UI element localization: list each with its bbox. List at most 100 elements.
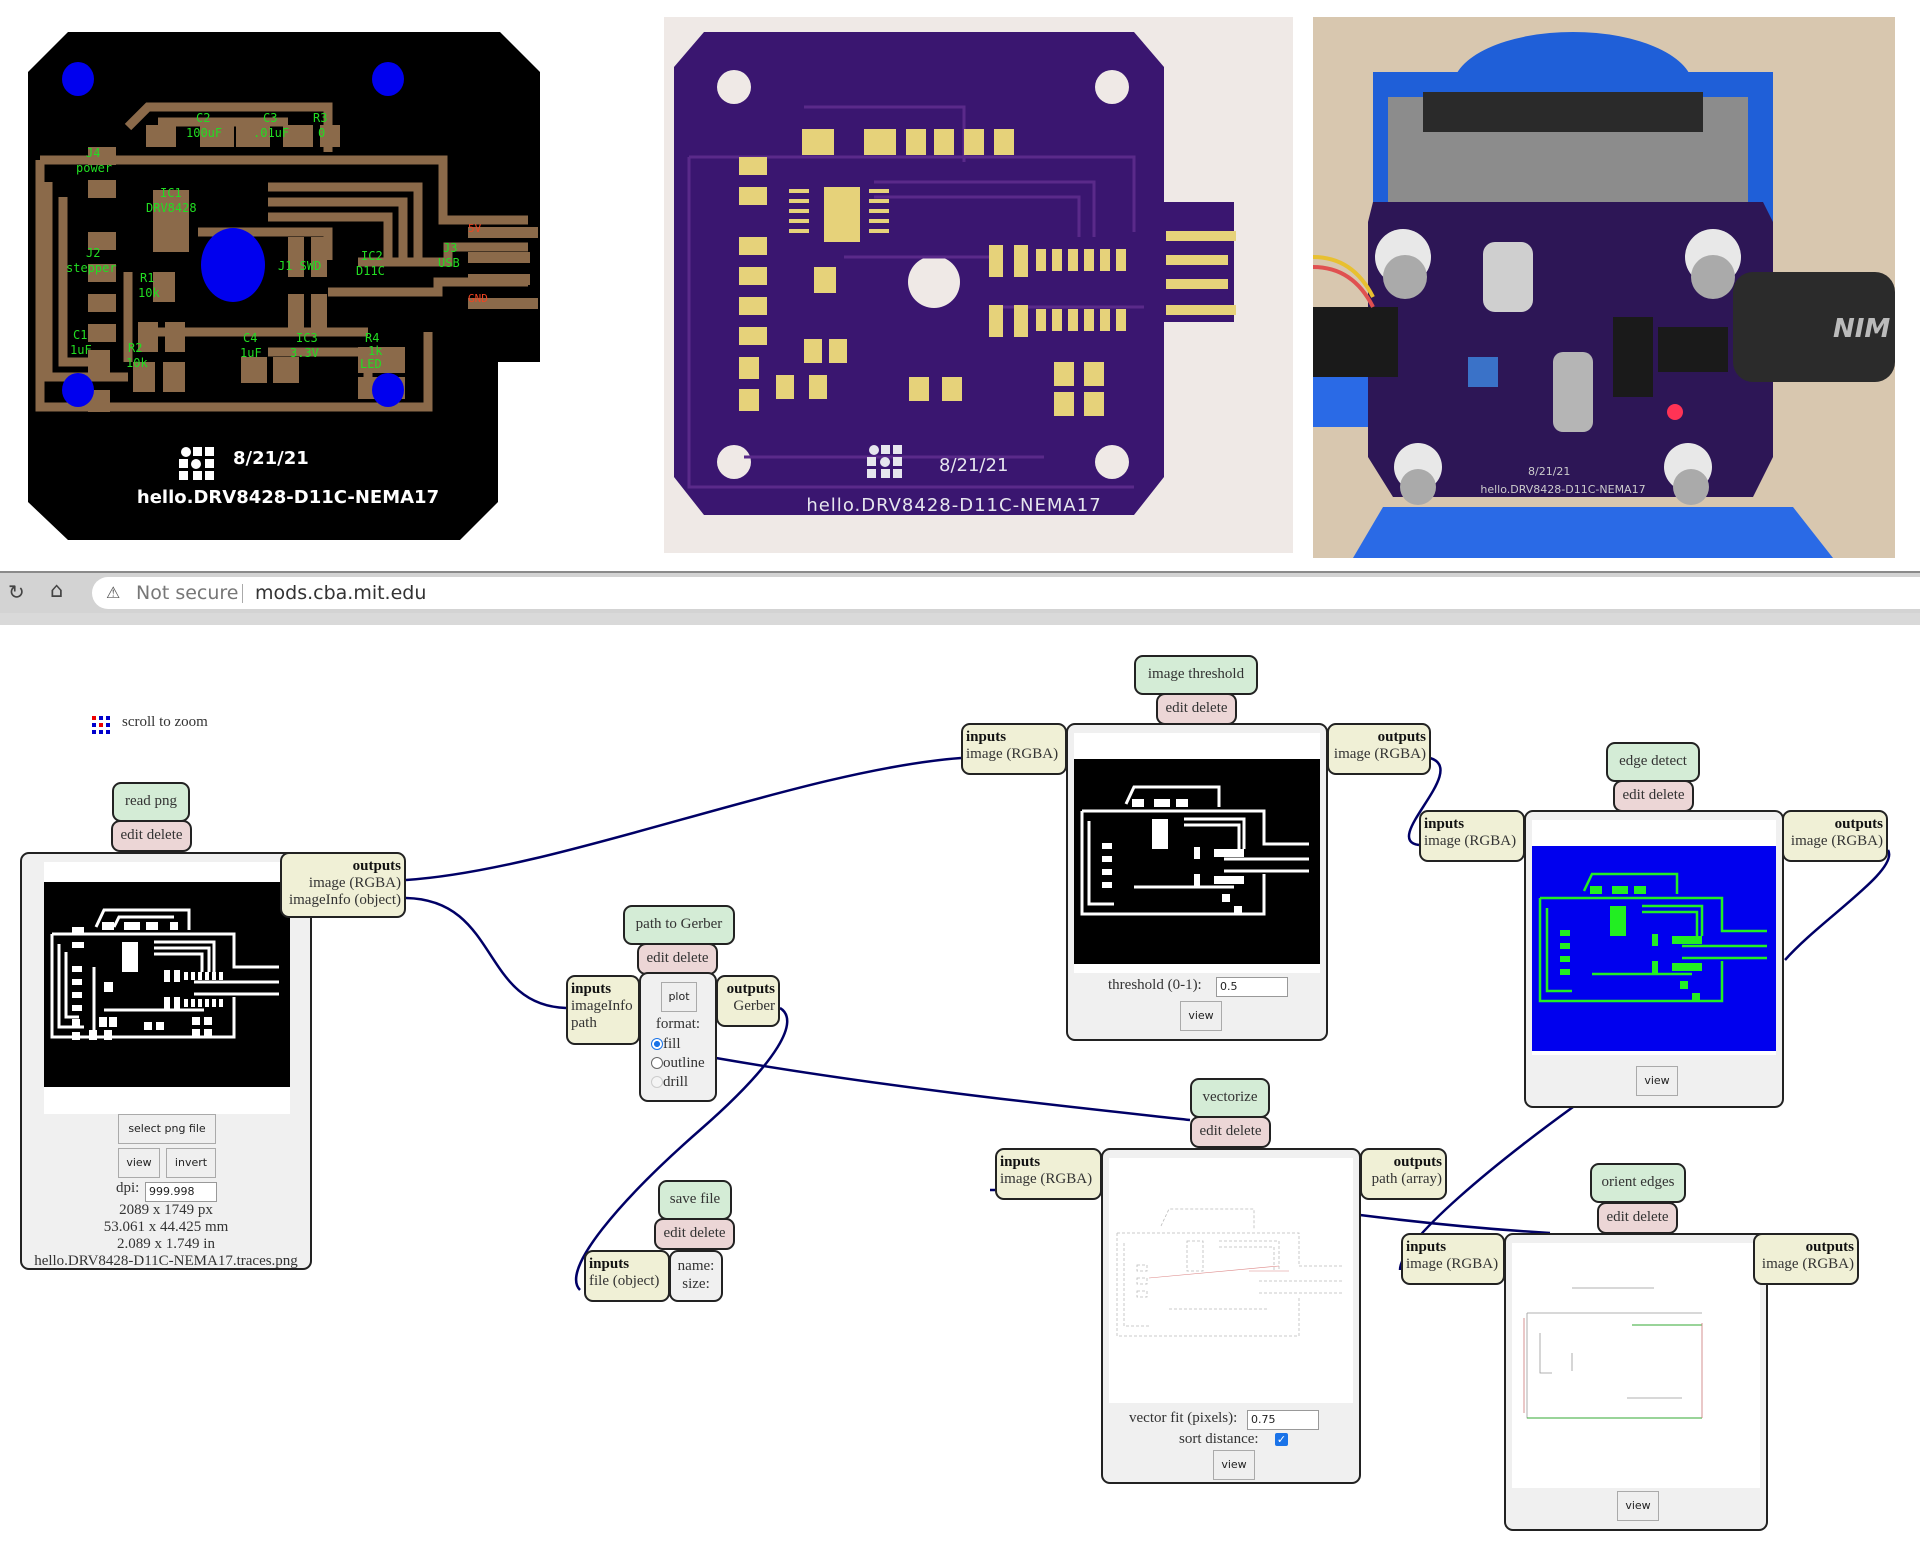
warning-icon[interactable]: ⚠	[106, 583, 121, 602]
vectorize-view-button[interactable]: view	[1213, 1450, 1255, 1480]
svg-text:.01uF: .01uF	[253, 126, 289, 140]
fill-radio[interactable]	[651, 1038, 663, 1051]
assembled-board-date: 8/21/21	[1528, 465, 1571, 478]
vectorize-edit-delete[interactable]: edit delete	[1190, 1116, 1271, 1148]
vectorize-preview	[1109, 1158, 1353, 1403]
inputs-heading: inputs	[1000, 1154, 1041, 1170]
sort-distance-checkbox[interactable]: ✓	[1275, 1433, 1288, 1446]
svg-text:J2: J2	[86, 246, 100, 260]
threshold-input[interactable]: 0.5	[1216, 977, 1288, 997]
output-gerber[interactable]: Gerber	[733, 998, 775, 1014]
outputs-heading: outputs	[1805, 1239, 1854, 1255]
path-to-gerber-title[interactable]: path to Gerber	[623, 905, 735, 945]
svg-text:J3: J3	[443, 241, 457, 255]
svg-text:IC3: IC3	[296, 331, 318, 345]
path-to-gerber-inputs: inputs imageInfo path	[566, 975, 640, 1045]
read-png-view-button[interactable]: view	[118, 1148, 160, 1178]
edge-detect-title[interactable]: edge detect	[1606, 742, 1700, 782]
edge-view-button[interactable]: view	[1636, 1066, 1678, 1096]
inputs-heading: inputs	[1406, 1239, 1447, 1255]
vectorize-outputs: outputs path (array)	[1360, 1148, 1447, 1200]
svg-text:C4: C4	[243, 331, 257, 345]
svg-text:R4: R4	[365, 331, 379, 345]
save-file-title[interactable]: save file	[658, 1180, 732, 1220]
threshold-preview	[1074, 733, 1320, 973]
svg-text:1uF: 1uF	[240, 346, 262, 360]
format-outline-option[interactable]: outline	[651, 1054, 705, 1072]
svg-text:C3: C3	[263, 111, 277, 125]
svg-text:D11C: D11C	[356, 264, 385, 278]
image-threshold-edit-delete[interactable]: edit delete	[1156, 693, 1237, 725]
plot-button[interactable]: plot	[661, 982, 697, 1012]
path-to-gerber-edit-delete[interactable]: edit delete	[637, 943, 718, 975]
input-image-rgba[interactable]: image (RGBA)	[966, 746, 1059, 762]
svg-text:C2: C2	[196, 111, 210, 125]
output-imageinfo[interactable]: imageInfo (object)	[288, 892, 401, 908]
wire-vectorize-to-orient	[1359, 1213, 1551, 1235]
read-png-title[interactable]: read png	[112, 782, 190, 822]
select-png-file-button[interactable]: select png file	[118, 1114, 216, 1144]
output-image-rgba[interactable]: image (RGBA)	[1333, 746, 1426, 762]
read-png-edit-delete[interactable]: edit delete	[111, 820, 192, 852]
outline-label: outline	[663, 1055, 705, 1071]
svg-text:C1: C1	[73, 328, 87, 342]
address-bar[interactable]: ⚠ Not secure mods.cba.mit.edu	[92, 577, 1920, 609]
image-threshold-title[interactable]: image threshold	[1134, 655, 1258, 695]
orient-edges-title[interactable]: orient edges	[1590, 1163, 1686, 1203]
input-image-rgba[interactable]: image (RGBA)	[1406, 1256, 1499, 1272]
input-file-object[interactable]: file (object)	[589, 1273, 660, 1289]
svg-text:5V: 5V	[468, 222, 482, 235]
svg-text:R3: R3	[313, 111, 327, 125]
image-size-in: 2.089 x 1.749 in	[117, 1236, 215, 1252]
milled-board-date: 8/21/21	[939, 455, 1009, 476]
vectorize-title[interactable]: vectorize	[1190, 1078, 1270, 1118]
edge-detect-edit-delete[interactable]: edit delete	[1613, 780, 1694, 812]
image-threshold-inputs: inputs image (RGBA)	[961, 723, 1067, 775]
pcb-render-date: 8/21/21	[233, 448, 309, 469]
outputs-heading: outputs	[1377, 729, 1426, 745]
edge-detect-module: view	[1524, 810, 1784, 1108]
svg-text:100uF: 100uF	[186, 126, 222, 140]
output-path-array[interactable]: path (array)	[1371, 1171, 1442, 1187]
svg-text:10k: 10k	[126, 356, 148, 370]
orient-edges-edit-delete[interactable]: edit delete	[1597, 1202, 1678, 1234]
mods-logo-icon	[92, 716, 110, 739]
svg-text:10k: 10k	[138, 286, 160, 300]
orient-edges-module: view	[1504, 1233, 1768, 1531]
svg-text:IC2: IC2	[361, 249, 383, 263]
wire-readpng-to-threshold	[405, 756, 962, 882]
input-imageinfo[interactable]: imageInfo	[571, 998, 633, 1014]
output-image-rgba[interactable]: image (RGBA)	[1790, 833, 1883, 849]
outputs-heading: outputs	[352, 858, 401, 874]
dpi-input[interactable]: 999.998	[145, 1182, 217, 1202]
orient-edges-inputs: inputs image (RGBA)	[1401, 1233, 1505, 1285]
browser-content-border	[0, 613, 1920, 625]
orient-view-button[interactable]: view	[1617, 1491, 1659, 1521]
reload-icon[interactable]: ↻	[8, 580, 25, 604]
wire-gerber-path-to-vectorize	[715, 1056, 1191, 1122]
invert-button[interactable]: invert	[166, 1148, 216, 1178]
threshold-view-button[interactable]: view	[1180, 1001, 1222, 1031]
url-text[interactable]: mods.cba.mit.edu	[255, 582, 427, 604]
security-label[interactable]: Not secure	[136, 582, 239, 604]
format-fill-option[interactable]: fill	[651, 1035, 681, 1053]
svg-text:GND: GND	[468, 292, 488, 305]
home-icon[interactable]: ⌂	[50, 578, 64, 602]
read-png-module: select png file view invert dpi: 999.998…	[20, 852, 312, 1270]
milled-board-name: hello.DRV8428-D11C-NEMA17	[806, 495, 1102, 516]
vector-fit-input[interactable]: 0.75	[1247, 1410, 1319, 1430]
save-file-edit-delete[interactable]: edit delete	[654, 1218, 735, 1250]
input-path[interactable]: path	[571, 1015, 597, 1031]
threshold-image	[1074, 759, 1320, 964]
save-file-module: name: size:	[669, 1250, 723, 1302]
input-image-rgba[interactable]: image (RGBA)	[1000, 1171, 1093, 1187]
vectorize-inputs: inputs image (RGBA)	[995, 1148, 1102, 1200]
outline-radio[interactable]	[651, 1057, 663, 1070]
wire-edge-to-vectorize	[1784, 849, 1891, 961]
image-filename: hello.DRV8428-D11C-NEMA17.traces.png	[34, 1253, 298, 1269]
output-image-rgba[interactable]: image (RGBA)	[308, 875, 401, 891]
svg-text:DRV8428: DRV8428	[146, 201, 197, 215]
output-image-rgba[interactable]: image (RGBA)	[1761, 1256, 1854, 1272]
input-image-rgba[interactable]: image (RGBA)	[1424, 833, 1517, 849]
